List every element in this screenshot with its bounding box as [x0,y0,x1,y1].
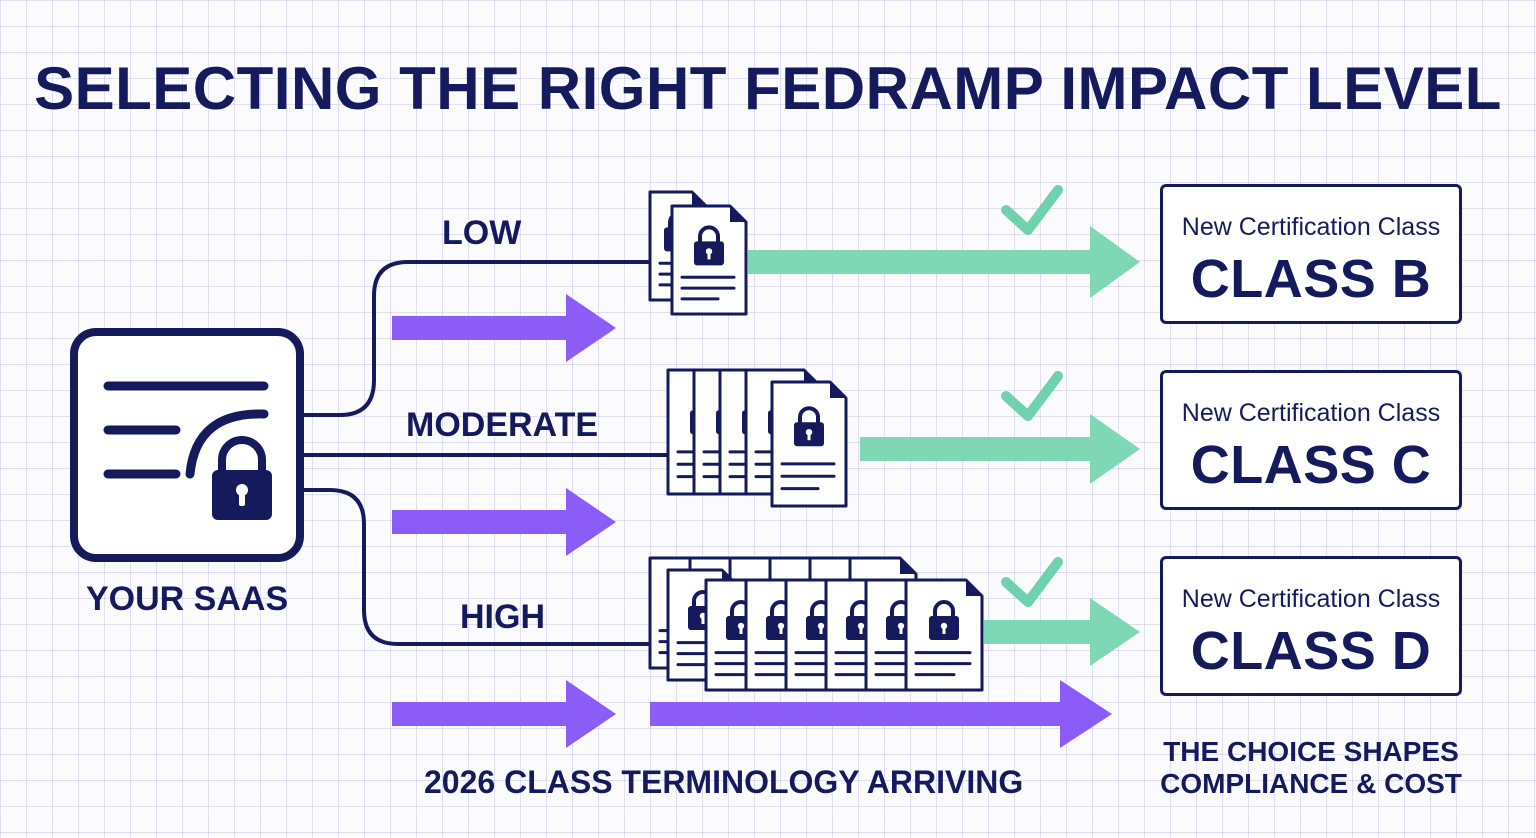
class-subtitle: New Certification Class [1181,213,1441,241]
document-stack-low [648,190,748,316]
class-name: CLASS B [1190,249,1432,309]
class-name: CLASS D [1190,621,1432,681]
check-icon [1001,557,1063,607]
source-document-lock-icon [70,328,304,562]
class-subtitle: New Certification Class [1181,399,1441,427]
arrow-right-icon [748,226,1140,298]
footer-note: THE CHOICE SHAPES COMPLIANCE & COST [1160,736,1462,799]
document-stack-moderate [666,368,848,508]
level-label-low: LOW [442,214,522,252]
document-stack-high [648,556,984,692]
arrow-right-icon [392,294,616,362]
class-name: CLASS C [1190,435,1432,495]
green-arrows [748,226,1140,666]
class-card-c: New Certification Class CLASS C [1160,370,1462,510]
arrow-right-icon [860,414,1140,484]
purple-arrows [392,294,1112,748]
arrow-right-icon [984,598,1140,666]
document-lock-icon [770,380,848,508]
page-title: SELECTING THE RIGHT FEDRAMP IMPACT LEVEL [34,55,1502,122]
arrow-right-icon [650,680,1112,748]
connector-low [302,260,652,417]
class-subtitle: New Certification Class [1181,585,1441,613]
check-marks [1001,185,1063,607]
class-card-d: New Certification Class CLASS D [1160,556,1462,696]
document-lock-icon [904,578,984,692]
arrow-right-icon [392,488,616,556]
document-lock-icon [670,204,748,316]
level-label-moderate: MODERATE [406,406,599,444]
arrow-right-icon [392,680,616,748]
footer-terminology: 2026 CLASS TERMINOLOGY ARRIVING [424,764,1024,800]
source-label: YOUR SAAS [86,580,289,618]
level-label-high: HIGH [460,598,545,636]
connector-high [302,488,652,646]
class-card-b: New Certification Class CLASS B [1160,184,1462,324]
check-icon [1001,185,1063,235]
check-icon [1001,371,1063,421]
